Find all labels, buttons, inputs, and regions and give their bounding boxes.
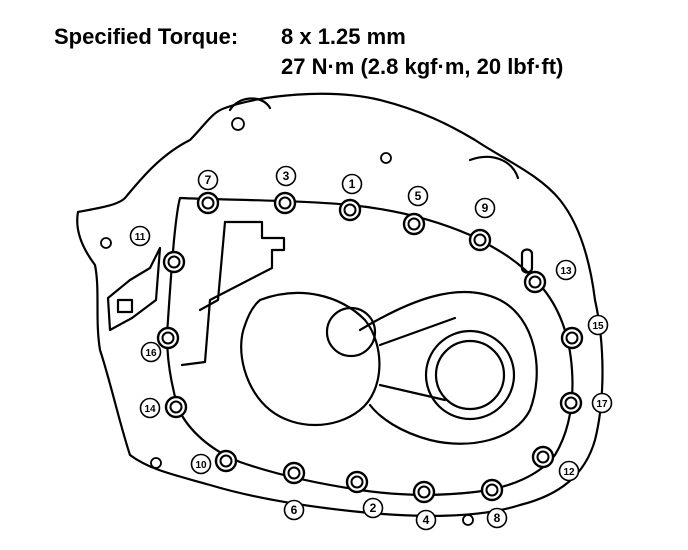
diff-housing [358,290,538,445]
bolt-number-text: 3 [283,169,290,183]
bolt-4 [412,480,436,504]
bolt-number-text: 15 [592,321,604,332]
bolt-size: 8 x 1.25 mm [281,24,406,49]
bolt-label-9: 9 [474,197,496,219]
bolt-label-7: 7 [197,169,219,191]
bolt-number-text: 9 [482,201,489,215]
bolt-label-1: 1 [341,173,363,195]
dowel-hole [462,514,474,526]
bolt-number-text: 7 [205,173,212,187]
bolt-12 [531,445,555,469]
left-slot [116,298,134,314]
bolt-10 [214,449,238,473]
bolt-13 [523,270,547,294]
shaft-housing [240,291,381,426]
dowel-hole [100,237,112,249]
bolt-7 [196,191,220,215]
bolt-label-4: 4 [415,509,437,531]
bolt-number-text: 10 [195,460,207,471]
bolt-3 [273,191,297,215]
dowel-hole [231,117,245,131]
right-oval-slot [520,248,534,274]
diff-bore-inner [434,339,506,411]
bolt-label-16: 16 [140,341,162,363]
bolt-label-14: 14 [139,397,161,419]
bolt-15 [560,326,584,350]
bolt-2 [345,470,369,494]
bolt-number-text: 16 [145,348,157,359]
bolt-label-3: 3 [275,165,297,187]
bolt-number-text: 4 [423,513,430,527]
bolt-11 [162,250,186,274]
case-outer-outline [76,92,604,517]
bolt-9 [468,228,492,252]
bolt-label-11: 11 [129,225,151,247]
bolt-number-text: 8 [494,511,501,525]
torque-label: Specified Torque: [54,24,239,49]
bolt-label-17: 17 [591,392,613,414]
bolt-label-15: 15 [587,314,609,336]
bolt-17 [559,391,583,415]
bolt-label-6: 6 [283,499,305,521]
bolt-number-text: 17 [596,399,608,410]
top-lobe [228,97,272,112]
bolt-number-text: 13 [560,266,572,277]
diff-housing-wedge [378,316,457,402]
diff-bore-outer [424,329,516,421]
bolt-number-text: 11 [135,232,146,243]
bolt-5 [402,212,426,236]
bolt-label-10: 10 [190,453,212,475]
bolt-6 [282,461,306,485]
bolt-1 [338,198,362,222]
dowel-hole [380,152,392,164]
right-lobe [468,155,520,180]
bolt-number-text: 14 [144,404,156,415]
bolt-label-13: 13 [555,259,577,281]
case-left-rib [180,220,286,367]
bolt-label-2: 2 [362,497,384,519]
bolt-label-5: 5 [407,185,429,207]
bolt-number-text: 5 [415,189,422,203]
torque-value: 27 N·m (2.8 kgf·m, 20 lbf·ft) [281,54,564,79]
bolt-16 [156,326,180,350]
case-upper-rib [198,220,227,312]
bolt-8 [480,478,504,502]
bolt-label-12: 12 [558,460,580,482]
bolt-number-text: 6 [291,503,298,517]
bolt-number-text: 2 [370,501,377,515]
left-bracket [106,246,162,332]
bolt-number-text: 12 [563,467,575,478]
dowel-hole [150,457,162,469]
bolt-label-8: 8 [486,507,508,529]
main-shaft-bore [325,306,377,358]
bolt-number-text: 1 [349,177,356,191]
bolt-14 [164,395,188,419]
